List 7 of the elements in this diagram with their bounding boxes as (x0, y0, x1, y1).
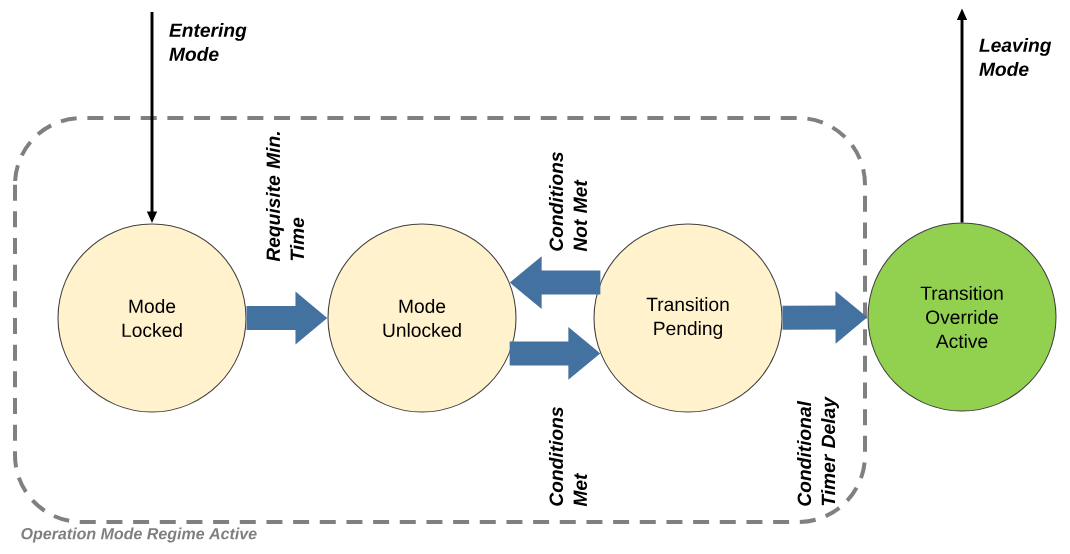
edge-label: Conditions Met (548, 407, 588, 507)
node-label: Operation Mode Regime Active (21, 527, 257, 543)
edge-label: Entering Mode (169, 22, 247, 62)
edge-label: Conditions Not Met (548, 152, 588, 252)
edge-label: Leaving Mode (979, 37, 1052, 77)
edge-label: Requisite Min. Time (265, 132, 305, 262)
edge-label: Conditional Timer Delay (797, 396, 839, 506)
